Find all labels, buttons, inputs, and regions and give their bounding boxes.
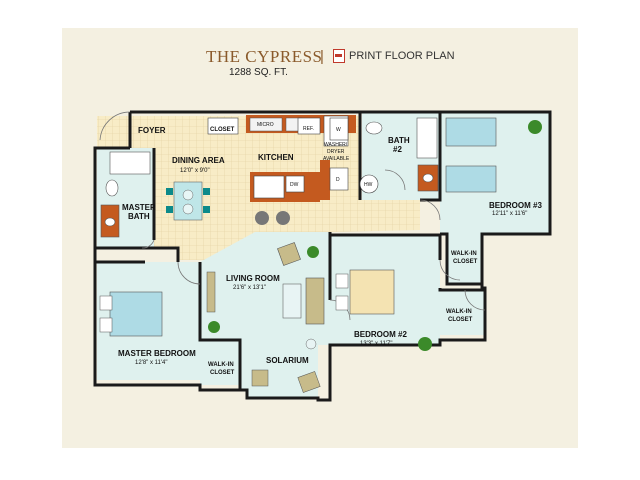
bath-2-label-a: BATH bbox=[388, 136, 410, 145]
print-floor-plan-label: PRINT FLOOR PLAN bbox=[349, 50, 455, 62]
living-room-dim: 21'6" x 13'1" bbox=[233, 285, 266, 291]
dining-area-dim: 12'0" x 9'0" bbox=[180, 168, 210, 174]
solarium-label: SOLARIUM bbox=[266, 356, 309, 365]
w-label: W bbox=[336, 127, 341, 133]
walkin-closet-master-label-a: WALK-IN bbox=[208, 362, 234, 368]
walls bbox=[93, 110, 552, 402]
header-separator: | bbox=[320, 48, 324, 65]
master-bath-fixtures bbox=[100, 151, 151, 238]
hw-label: HW bbox=[364, 182, 373, 188]
square-footage: 1288 SQ. FT. bbox=[229, 67, 288, 78]
bath-2-fixtures bbox=[365, 117, 439, 192]
dw-label: DW bbox=[290, 182, 299, 188]
washer-dryer bbox=[329, 117, 379, 194]
walkin-closet-b3-label-b: CLOSET bbox=[453, 259, 478, 265]
walkin-closet-b2-label-a: WALK-IN bbox=[446, 309, 472, 315]
living-room-label: LIVING ROOM bbox=[226, 274, 280, 283]
walkin-closet-b3-floor bbox=[447, 234, 482, 284]
pdf-icon bbox=[333, 49, 345, 63]
page-title: THE CYPRESS bbox=[206, 47, 323, 66]
master-bedroom-label: MASTER BEDROOM bbox=[118, 349, 196, 358]
dining-table bbox=[166, 181, 210, 221]
micro-label: MICRO bbox=[257, 122, 274, 128]
foyer-label: FOYER bbox=[138, 126, 166, 135]
d-label: D bbox=[336, 177, 340, 183]
dining-area-label: DINING AREA bbox=[172, 156, 225, 165]
bedroom-2-dim: 13'3" x 11'7" bbox=[360, 341, 392, 347]
walkin-closet-master-label-b: CLOSET bbox=[210, 370, 235, 376]
washer-dryer-label-2: DRYER bbox=[327, 149, 345, 155]
walkin-closet-b3-label-a: WALK-IN bbox=[451, 251, 477, 257]
ref-label: REF. bbox=[303, 126, 314, 132]
walkin-closet-master-floor bbox=[200, 340, 240, 385]
living-room-furniture bbox=[206, 242, 325, 393]
bedroom-3-label: BEDROOM #3 bbox=[489, 201, 542, 210]
master-bath-label-a: MASTER bbox=[122, 203, 156, 212]
header: THE CYPRESS | PRINT FLOOR PLAN 1288 SQ. … bbox=[0, 0, 640, 80]
walkin-closet-b2-label-b: CLOSET bbox=[448, 317, 473, 323]
washer-dryer-label-3: AVAILABLE bbox=[323, 156, 350, 162]
kitchen-label: KITCHEN bbox=[258, 153, 294, 162]
master-bath-label-b: BATH bbox=[128, 212, 150, 221]
bedroom-2-label: BEDROOM #2 bbox=[354, 330, 407, 339]
walkin-closet-b2-floor bbox=[440, 290, 485, 335]
room-labels: FOYER CLOSET MICRO REF. W D WASHER/ DRYE… bbox=[118, 122, 542, 376]
beds bbox=[99, 117, 497, 337]
living-room-floor bbox=[200, 232, 330, 398]
bedroom-3-dim: 12'11" x 11'6" bbox=[492, 211, 527, 217]
closet-label: CLOSET bbox=[210, 127, 235, 133]
plants bbox=[208, 120, 542, 351]
print-floor-plan-link[interactable]: PRINT FLOOR PLAN bbox=[333, 49, 455, 63]
washer-dryer-label-1: WASHER/ bbox=[324, 142, 348, 148]
door-arcs bbox=[99, 111, 486, 321]
master-bedroom-dim: 12'8" x 11'4" bbox=[135, 360, 167, 366]
bath-2-label-b: #2 bbox=[393, 145, 402, 154]
